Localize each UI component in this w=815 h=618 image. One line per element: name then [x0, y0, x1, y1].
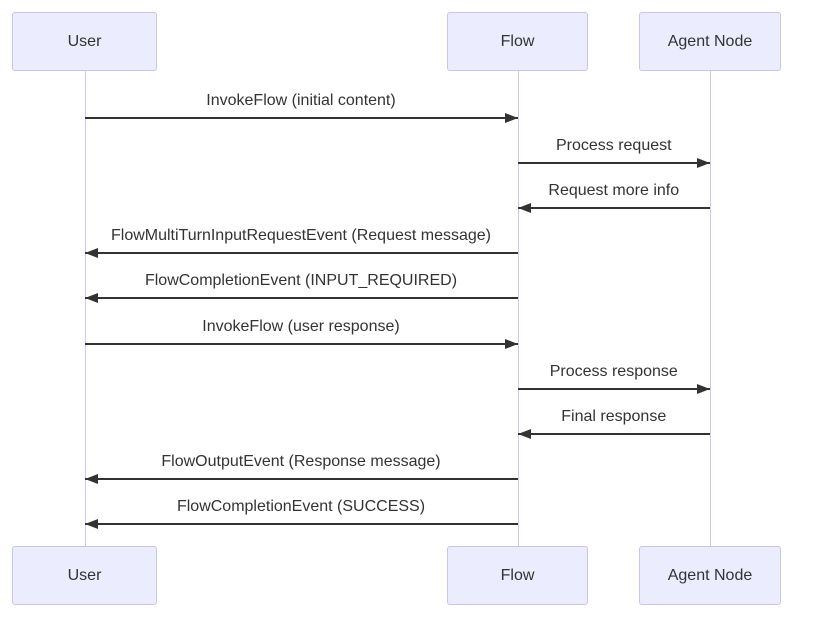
arrowhead-icon: [84, 248, 98, 258]
message-arrow-line: [517, 433, 710, 435]
arrowhead-icon: [504, 339, 518, 349]
actor-box-bottom-flow: Flow: [447, 546, 588, 605]
message-arrow-line: [84, 523, 518, 525]
actor-box-bottom-user: User: [12, 546, 157, 605]
actor-box-bottom-agent: Agent Node: [639, 546, 781, 605]
message-label: Final response: [561, 408, 667, 425]
message-label: FlowOutputEvent (Response message): [161, 453, 441, 470]
actor-label: Agent Node: [667, 566, 753, 584]
actor-label: Flow: [500, 32, 535, 50]
arrowhead-icon: [504, 113, 518, 123]
message-arrow-line: [84, 478, 518, 480]
actor-label: Flow: [500, 566, 535, 584]
message-label: FlowMultiTurnInputRequestEvent (Request …: [110, 227, 492, 244]
arrowhead-icon: [84, 519, 98, 529]
message-arrow-line: [84, 117, 518, 119]
message-label: FlowCompletionEvent (SUCCESS): [176, 498, 426, 515]
arrowhead-icon: [84, 293, 98, 303]
message-arrow-line: [84, 343, 518, 345]
lifeline: [84, 70, 86, 547]
message-arrow-line: [517, 207, 710, 209]
message-label: Process response: [549, 363, 678, 380]
actor-label: User: [67, 566, 102, 584]
arrowhead-icon: [84, 474, 98, 484]
lifeline: [517, 70, 519, 547]
message-arrow-line: [84, 252, 518, 254]
message-arrow-line: [517, 162, 710, 164]
actor-box-top-agent: Agent Node: [639, 12, 781, 71]
arrowhead-icon: [697, 384, 710, 394]
message-label: Process request: [555, 137, 672, 154]
actor-box-top-user: User: [12, 12, 157, 71]
actor-box-top-flow: Flow: [447, 12, 588, 71]
message-arrow-line: [517, 388, 710, 390]
message-label: InvokeFlow (user response): [202, 318, 400, 335]
arrowhead-icon: [517, 203, 531, 213]
arrowhead-icon: [697, 158, 710, 168]
actor-label: Agent Node: [667, 32, 753, 50]
lifeline: [710, 70, 711, 547]
message-arrow-line: [84, 297, 518, 299]
message-label: FlowCompletionEvent (INPUT_REQUIRED): [144, 272, 458, 289]
actor-label: User: [67, 32, 102, 50]
message-label: Request more info: [548, 182, 680, 199]
arrowhead-icon: [517, 429, 531, 439]
message-label: InvokeFlow (initial content): [206, 92, 396, 109]
